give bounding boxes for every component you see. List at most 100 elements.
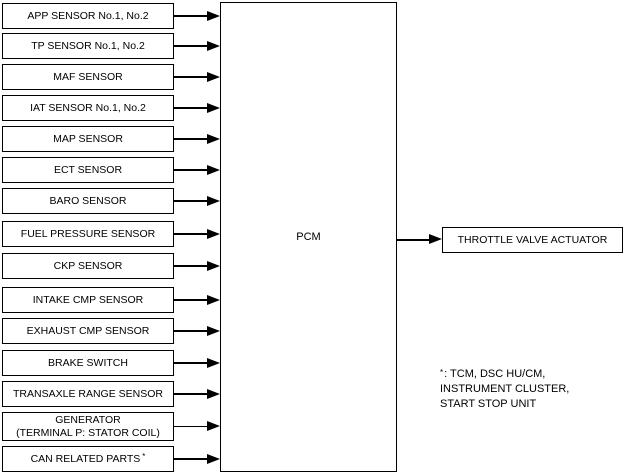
input-arrow — [174, 71, 220, 83]
input-arrow — [174, 357, 220, 369]
arrow-head-icon — [207, 228, 220, 239]
input-arrow — [174, 133, 220, 145]
input-block-11: BRAKE SWITCH — [2, 350, 174, 376]
input-label-row: TP SENSOR No.1, No.2 — [31, 40, 145, 53]
input-arrow — [174, 325, 220, 337]
arrow-head-icon — [207, 325, 220, 336]
arrow-line — [174, 362, 208, 364]
input-label-row: CAN RELATED PARTS* — [30, 451, 146, 466]
input-arrow — [174, 388, 220, 400]
pcm-block: PCM — [220, 2, 397, 472]
arrow-line — [174, 76, 208, 78]
input-label: BRAKE SWITCH — [48, 356, 128, 369]
input-arrow — [174, 260, 220, 272]
input-label: CKP SENSOR — [53, 259, 123, 272]
input-block-13: GENERATOR(TERMINAL P: STATOR COIL) — [2, 412, 174, 441]
input-label: FUEL PRESSURE SENSOR — [20, 227, 156, 240]
arrow-head-icon — [207, 388, 220, 399]
arrow-head-icon — [207, 453, 220, 464]
input-arrow — [174, 195, 220, 207]
input-label-line: (TERMINAL P: STATOR COIL) — [16, 426, 160, 439]
input-label: MAP SENSOR — [53, 132, 123, 145]
input-label: TRANSAXLE RANGE SENSOR — [13, 387, 163, 400]
arrow-line — [174, 200, 208, 202]
output-arrow — [397, 234, 442, 245]
asterisk-marker: * — [440, 368, 444, 377]
input-label-row: FUEL PRESSURE SENSOR — [21, 228, 155, 241]
footnote: *: TCM, DSC HU/CM, INSTRUMENT CLUSTER, S… — [440, 367, 569, 412]
input-block-7: FUEL PRESSURE SENSOR — [2, 221, 174, 247]
footnote-line-1: *: TCM, DSC HU/CM, — [440, 368, 546, 380]
arrow-head-icon — [207, 294, 220, 305]
arrow-head-icon — [207, 195, 220, 206]
arrow-head-icon — [207, 10, 220, 21]
input-label-row: BRAKE SWITCH — [48, 357, 128, 370]
input-label-line: GENERATOR — [55, 414, 121, 426]
input-label: EXHAUST CMP SENSOR — [26, 324, 150, 337]
arrow-head-icon — [207, 260, 220, 271]
input-block-8: CKP SENSOR — [2, 253, 174, 279]
input-arrow — [174, 421, 220, 432]
arrow-line — [174, 45, 208, 47]
arrow-line — [174, 330, 208, 332]
arrow-line — [174, 233, 208, 235]
arrow-head-icon — [207, 133, 220, 144]
input-label-row: EXHAUST CMP SENSOR — [27, 325, 150, 338]
arrow-line — [174, 265, 208, 267]
input-arrow — [174, 40, 220, 52]
arrow-head-icon — [207, 164, 220, 175]
input-block-2: MAF SENSOR — [2, 64, 174, 90]
input-block-3: IAT SENSOR No.1, No.2 — [2, 95, 174, 121]
output-label: THROTTLE VALVE ACTUATOR — [457, 234, 608, 246]
arrow-head-icon — [207, 71, 220, 82]
arrow-line — [174, 138, 208, 140]
input-block-6: BARO SENSOR — [2, 188, 174, 214]
input-label-row: IAT SENSOR No.1, No.2 — [30, 102, 146, 115]
input-block-5: ECT SENSOR — [2, 157, 174, 183]
arrow-head-icon — [429, 234, 442, 245]
input-label: TP SENSOR No.1, No.2 — [31, 39, 145, 52]
input-label-row: MAF SENSOR — [53, 71, 122, 84]
input-block-1: TP SENSOR No.1, No.2 — [2, 33, 174, 59]
arrow-line — [397, 239, 430, 241]
arrow-line — [174, 458, 208, 460]
throttle-valve-actuator-block: THROTTLE VALVE ACTUATOR — [442, 227, 623, 253]
arrow-line — [174, 169, 208, 171]
input-arrow — [174, 10, 220, 22]
asterisk-marker: * — [142, 451, 146, 461]
arrow-line — [174, 393, 208, 395]
input-arrow — [174, 294, 220, 306]
arrow-head-icon — [207, 102, 220, 113]
arrow-head-icon — [207, 421, 220, 431]
input-label-row: BARO SENSOR — [49, 195, 126, 208]
input-block-12: TRANSAXLE RANGE SENSOR — [2, 381, 174, 407]
input-label: APP SENSOR No.1, No.2 — [27, 9, 149, 22]
input-label-row: APP SENSOR No.1, No.2 — [27, 10, 148, 23]
input-label-row: MAP SENSOR — [53, 133, 123, 146]
pcm-label: PCM — [296, 231, 321, 243]
input-arrow — [174, 453, 220, 465]
arrow-head-icon — [207, 357, 220, 368]
input-block-4: MAP SENSOR — [2, 126, 174, 152]
input-block-9: INTAKE CMP SENSOR — [2, 287, 174, 313]
input-label-row: ECT SENSOR — [54, 164, 122, 177]
arrow-line — [174, 299, 208, 301]
input-label: IAT SENSOR No.1, No.2 — [30, 101, 146, 114]
input-block-14: CAN RELATED PARTS* — [2, 446, 174, 472]
input-label-row: CKP SENSOR — [54, 260, 123, 273]
footnote-line-2: INSTRUMENT CLUSTER, — [440, 383, 570, 395]
input-arrow — [174, 102, 220, 114]
input-arrow — [174, 164, 220, 176]
input-block-10: EXHAUST CMP SENSOR — [2, 318, 174, 344]
arrow-line — [174, 107, 208, 109]
input-label-row: TRANSAXLE RANGE SENSOR — [13, 388, 163, 401]
arrow-line — [174, 15, 208, 17]
input-label: CAN RELATED PARTS — [30, 452, 141, 465]
input-label: BARO SENSOR — [49, 194, 127, 207]
input-label: MAF SENSOR — [53, 70, 123, 83]
arrow-line — [174, 425, 208, 428]
input-label: INTAKE CMP SENSOR — [32, 293, 144, 306]
footnote-line-3: START STOP UNIT — [440, 398, 537, 410]
input-label-row: INTAKE CMP SENSOR — [33, 294, 143, 307]
